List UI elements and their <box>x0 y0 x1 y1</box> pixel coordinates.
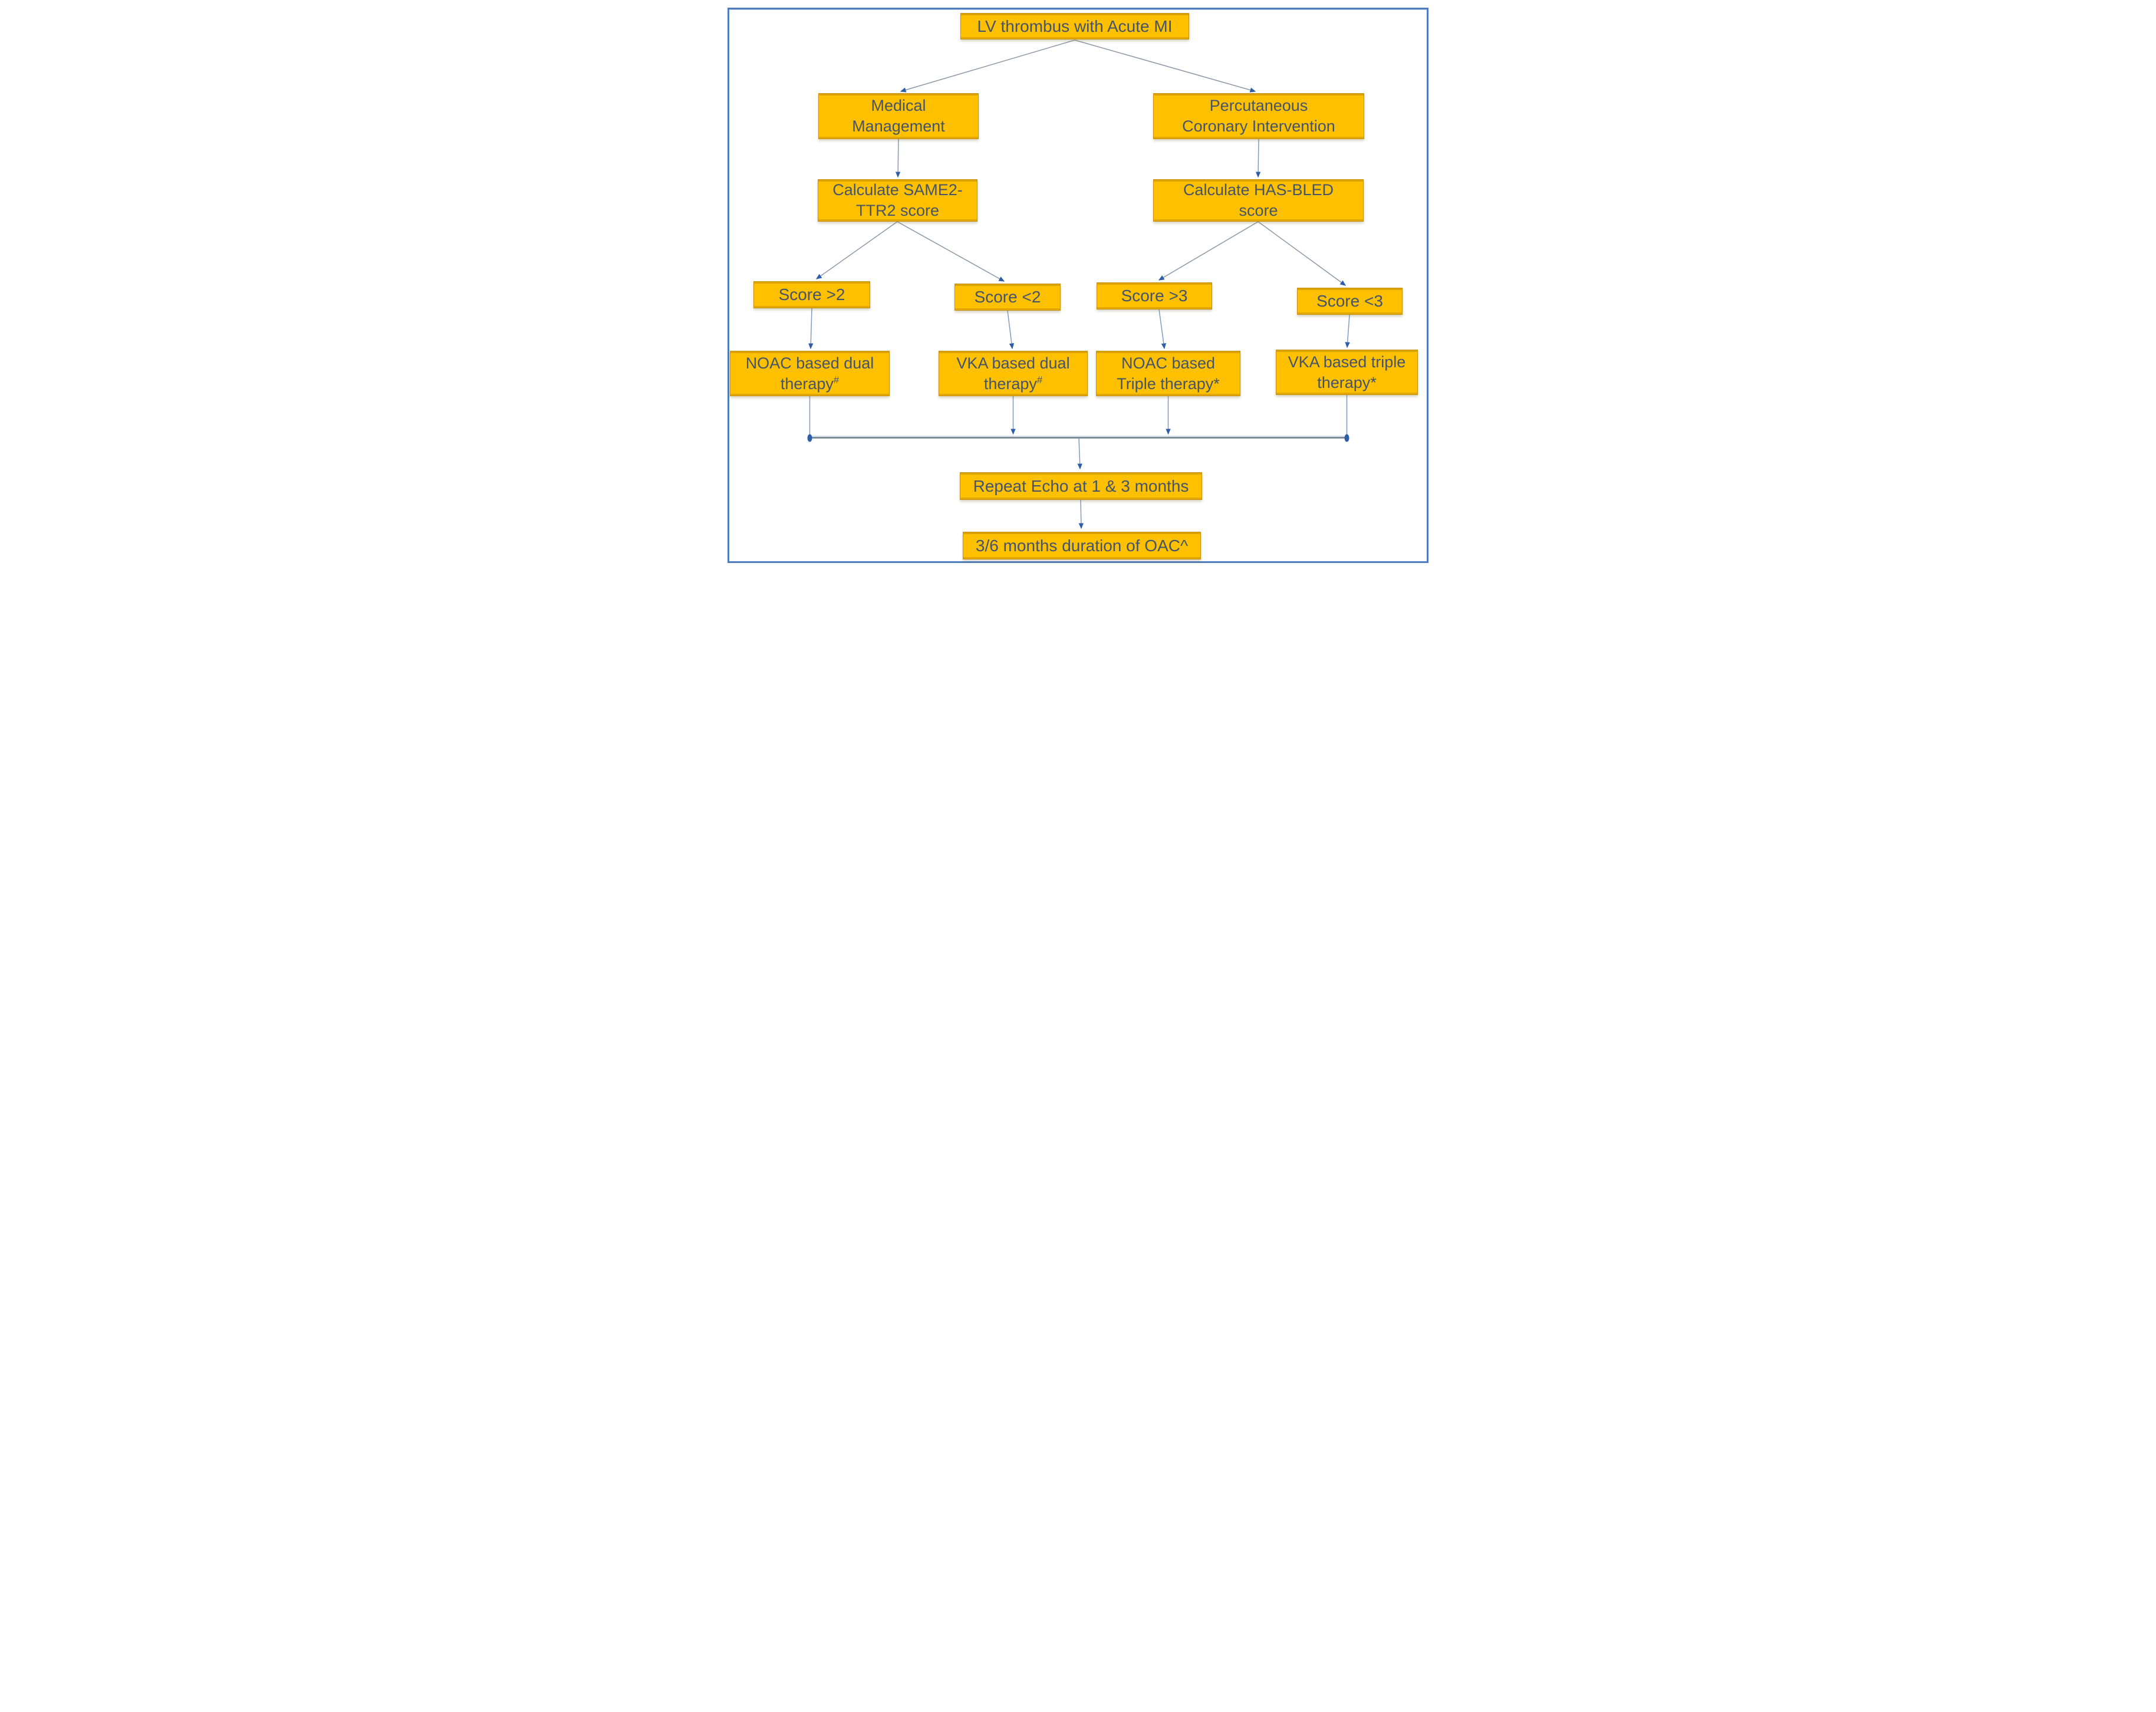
node-label: 3/6 months duration of OAC^ <box>975 536 1189 555</box>
node-oac-duration: 3/6 months duration of OAC^ <box>963 532 1201 559</box>
node-label: Repeat Echo at 1 & 3 months <box>973 476 1189 495</box>
node-calculate-has-bled-score: Calculate HAS-BLED score <box>1153 179 1364 222</box>
node-lv-thrombus-acute-mi: LV thrombus with Acute MI <box>960 13 1189 39</box>
node-percutaneous-coronary-intervention: Percutaneous Coronary Intervention <box>1153 93 1364 139</box>
edge-same2-scoregt2 <box>815 221 898 279</box>
node-vka-based-triple-therapy: VKA based triple therapy* <box>1276 350 1418 395</box>
diagram-frame <box>728 8 1428 563</box>
edge-scoregt3-noactriple <box>1158 309 1166 350</box>
node-label: NOAC based dual therapy# <box>745 354 874 393</box>
edge-hasbled-scorelt3 <box>1258 221 1347 286</box>
node-noac-based-triple-therapy: NOAC based Triple therapy* <box>1096 351 1240 396</box>
node-label: Calculate SAME2- TTR2 score <box>832 181 963 219</box>
node-label: Calculate HAS-BLED score <box>1183 181 1334 219</box>
node-vka-based-dual-therapy: VKA based dual therapy# <box>939 351 1088 396</box>
node-label: Percutaneous Coronary Intervention <box>1182 97 1335 135</box>
node-score-gt3: Score >3 <box>1097 282 1212 310</box>
edge-scoregt2-noacdual <box>808 308 814 350</box>
edge-root-pci <box>1074 39 1256 93</box>
node-label: Score <2 <box>974 288 1041 307</box>
node-label: Score >3 <box>1121 287 1188 305</box>
node-calculate-same2-ttr2-score: Calculate SAME2- TTR2 score <box>818 179 977 222</box>
edge-scorelt2-vkadual <box>1007 310 1015 350</box>
footnote-marker: # <box>1036 374 1043 386</box>
edge-scorelt3-vkatriple <box>1345 314 1350 348</box>
connector-layer <box>807 39 1350 529</box>
node-label: Score <3 <box>1316 292 1383 311</box>
node-label: Medical Management <box>852 97 945 135</box>
node-score-gt2: Score >2 <box>753 281 870 308</box>
node-label: VKA based triple therapy* <box>1288 353 1406 391</box>
node-label: Score >2 <box>778 285 845 304</box>
node-label: VKA based dual therapy# <box>956 354 1070 393</box>
node-label: NOAC based Triple therapy* <box>1117 354 1220 393</box>
flowchart-canvas: LV thrombus with Acute MI Medical Manage… <box>719 0 1437 571</box>
edge-pci-hasbled <box>1255 139 1261 178</box>
node-repeat-echo: Repeat Echo at 1 & 3 months <box>960 472 1202 500</box>
node-noac-based-dual-therapy: NOAC based dual therapy# <box>730 351 890 396</box>
merge-bar-right-dot <box>1344 434 1349 442</box>
node-label: LV thrombus with Acute MI <box>977 17 1173 35</box>
node-score-lt3: Score <3 <box>1297 288 1403 315</box>
edge-merge-echo <box>1077 437 1082 470</box>
node-score-lt2: Score <2 <box>954 284 1061 311</box>
edge-root-medical <box>900 39 1075 93</box>
edge-hasbled-scoregt3 <box>1158 221 1259 281</box>
edge-same2-scorelt2 <box>897 221 1005 282</box>
node-medical-management: Medical Management <box>818 93 979 139</box>
footnote-marker: # <box>833 374 840 386</box>
merge-bar-left-dot <box>807 434 812 442</box>
